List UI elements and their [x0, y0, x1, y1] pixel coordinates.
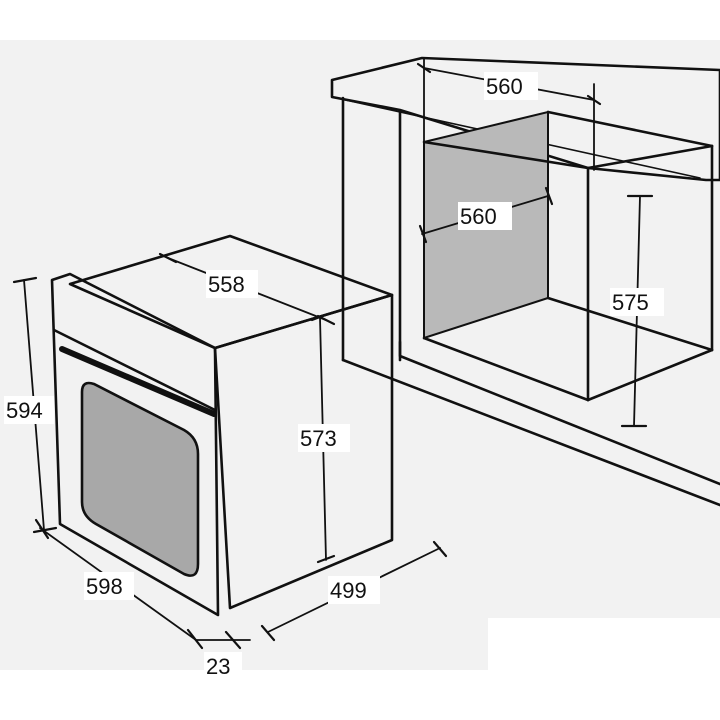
- plinth: [398, 340, 720, 486]
- background-panel: [0, 40, 720, 670]
- oven-top-panel: [68, 234, 394, 350]
- oven-front-door: [50, 272, 220, 617]
- label-body-height: 573: [300, 426, 337, 451]
- label-door-thickness: 23: [206, 654, 230, 679]
- label-body-width: 558: [208, 272, 245, 297]
- label-niche-height: 575: [612, 290, 649, 315]
- oven: [50, 234, 394, 617]
- dimension-labels: 594 598 23 558 573 499 560 560 575: [4, 72, 664, 680]
- label-oven-width: 598: [86, 574, 123, 599]
- cabinet: [330, 56, 720, 507]
- oven-handle: [59, 346, 217, 417]
- label-niche-width-back: 560: [460, 204, 497, 229]
- label-body-depth: 499: [330, 578, 367, 603]
- label-oven-height: 594: [6, 398, 43, 423]
- oven-window: [80, 381, 200, 577]
- label-niche-width-top: 560: [486, 74, 523, 99]
- corner-patch: [488, 618, 720, 680]
